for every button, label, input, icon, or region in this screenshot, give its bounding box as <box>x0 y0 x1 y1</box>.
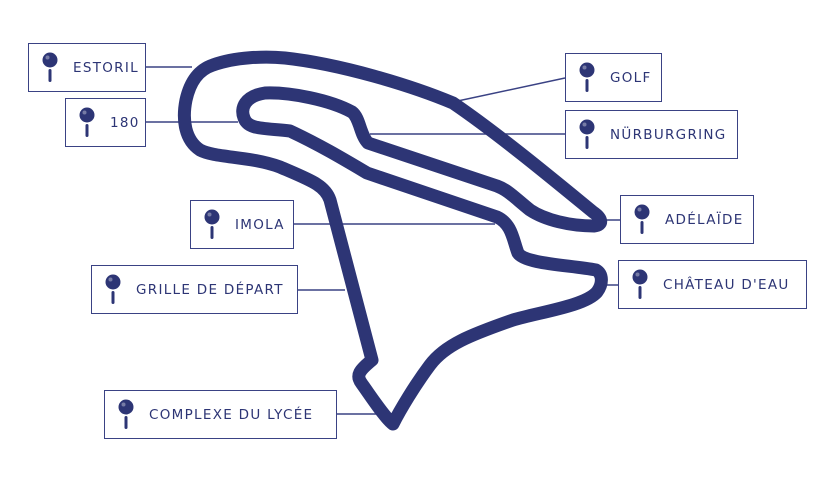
corner-name: ESTORIL <box>73 59 139 76</box>
map-pin-icon <box>634 204 650 234</box>
corner-label-estoril[interactable]: ESTORIL <box>28 43 146 92</box>
corner-label-adelaide[interactable]: ADÉLAÏDE <box>620 195 754 244</box>
corner-label-180[interactable]: 180 <box>65 98 146 147</box>
corner-name: NÜRBURGRING <box>610 126 727 143</box>
track-path <box>177 50 608 431</box>
map-pin-icon <box>632 269 648 299</box>
corner-label-golf[interactable]: GOLF <box>565 53 662 102</box>
corner-label-complexe-du-lycee[interactable]: COMPLEXE DU LYCÉE <box>104 390 337 439</box>
map-pin-icon <box>105 274 121 304</box>
map-pin-icon <box>579 62 595 92</box>
corner-name: CHÂTEAU D'EAU <box>663 276 790 293</box>
corner-name: 180 <box>110 114 140 131</box>
corner-label-nurburgring[interactable]: NÜRBURGRING <box>565 110 738 159</box>
leader-lines <box>146 66 620 415</box>
corner-name: COMPLEXE DU LYCÉE <box>149 406 314 423</box>
map-pin-icon <box>579 119 595 149</box>
corner-name: GRILLE DE DÉPART <box>136 281 284 298</box>
corner-label-imola[interactable]: IMOLA <box>190 200 294 249</box>
corner-name: IMOLA <box>235 216 285 233</box>
corner-name: ADÉLAÏDE <box>665 211 744 228</box>
corner-label-chateau-deau[interactable]: CHÂTEAU D'EAU <box>618 260 807 309</box>
map-pin-icon <box>204 209 220 239</box>
corner-label-grille-de-depart[interactable]: GRILLE DE DÉPART <box>91 265 298 314</box>
corner-name: GOLF <box>610 69 652 86</box>
leader-line-golf <box>452 77 566 103</box>
map-pin-icon <box>118 399 134 429</box>
map-pin-icon <box>79 107 95 137</box>
map-pin-icon <box>42 52 58 82</box>
